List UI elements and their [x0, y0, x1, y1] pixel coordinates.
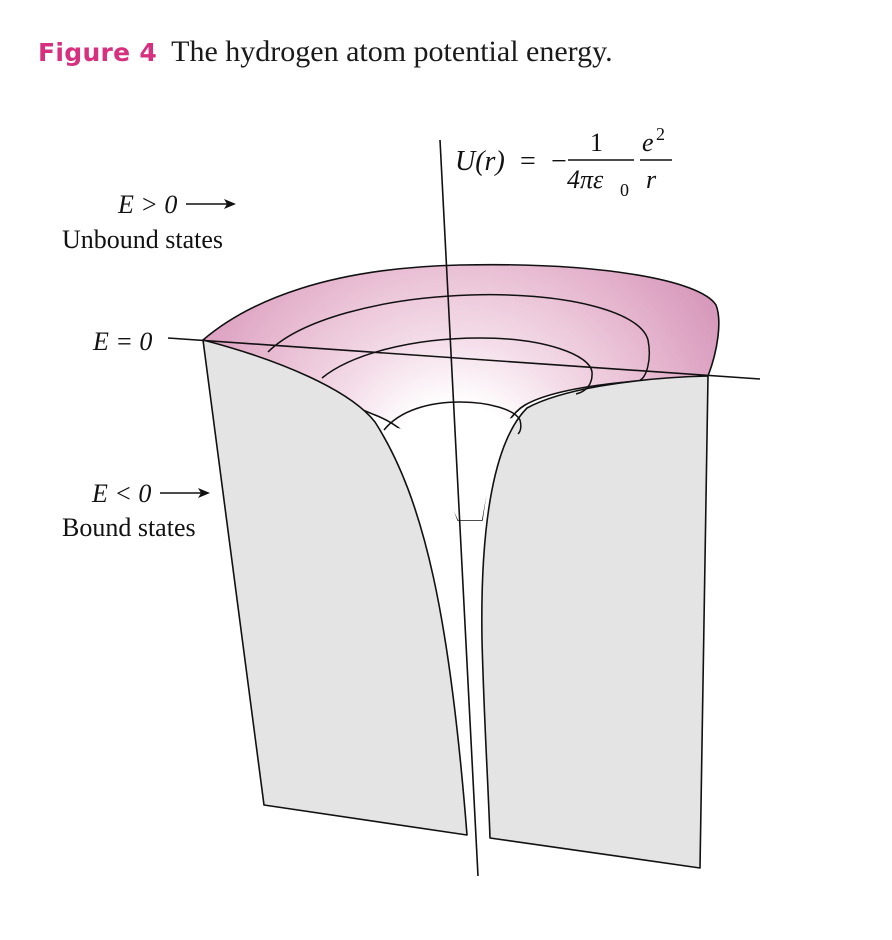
formula-frac2-denominator: r [646, 165, 657, 194]
well-throat [370, 412, 530, 520]
bound-label-group: E < 0 Bound states [62, 479, 210, 542]
figure-title: The hydrogen atom potential energy. [171, 35, 613, 68]
unbound-label-group: E > 0 Unbound states [62, 190, 236, 254]
formula-frac1-subscript: 0 [620, 180, 629, 200]
figure-caption: Figure 4 The hydrogen atom potential ener… [38, 34, 613, 71]
unbound-energy-label: E > 0 [117, 190, 177, 219]
zero-energy-label: E = 0 [92, 327, 152, 356]
formula-frac1-numerator: 1 [590, 128, 603, 157]
unbound-arrow-head [224, 199, 236, 209]
bound-energy-label: E < 0 [91, 479, 151, 508]
unbound-states-label: Unbound states [62, 225, 223, 254]
energy-level-ring-3 [383, 401, 522, 435]
right-wall [481, 375, 709, 869]
formula-frac2-superscript: 2 [656, 124, 665, 144]
energy-level-ring-1 [267, 293, 651, 381]
left-wall [202, 339, 468, 836]
bound-arrow-head [198, 488, 210, 498]
formula-frac2-numerator: e [642, 128, 654, 157]
formula-equals: = [520, 146, 536, 177]
formula-minus: − [551, 146, 567, 177]
bound-states-label: Bound states [62, 513, 196, 542]
figure-number: Figure 4 [38, 38, 158, 67]
formula-frac1-denominator: 4πε [567, 165, 604, 194]
formula-lhs: U(r) [455, 146, 505, 177]
energy-axis [439, 139, 479, 877]
potential-formula: U(r) = − 1 4πε 0 e 2 r [455, 124, 672, 200]
zero-energy-line [167, 337, 761, 380]
